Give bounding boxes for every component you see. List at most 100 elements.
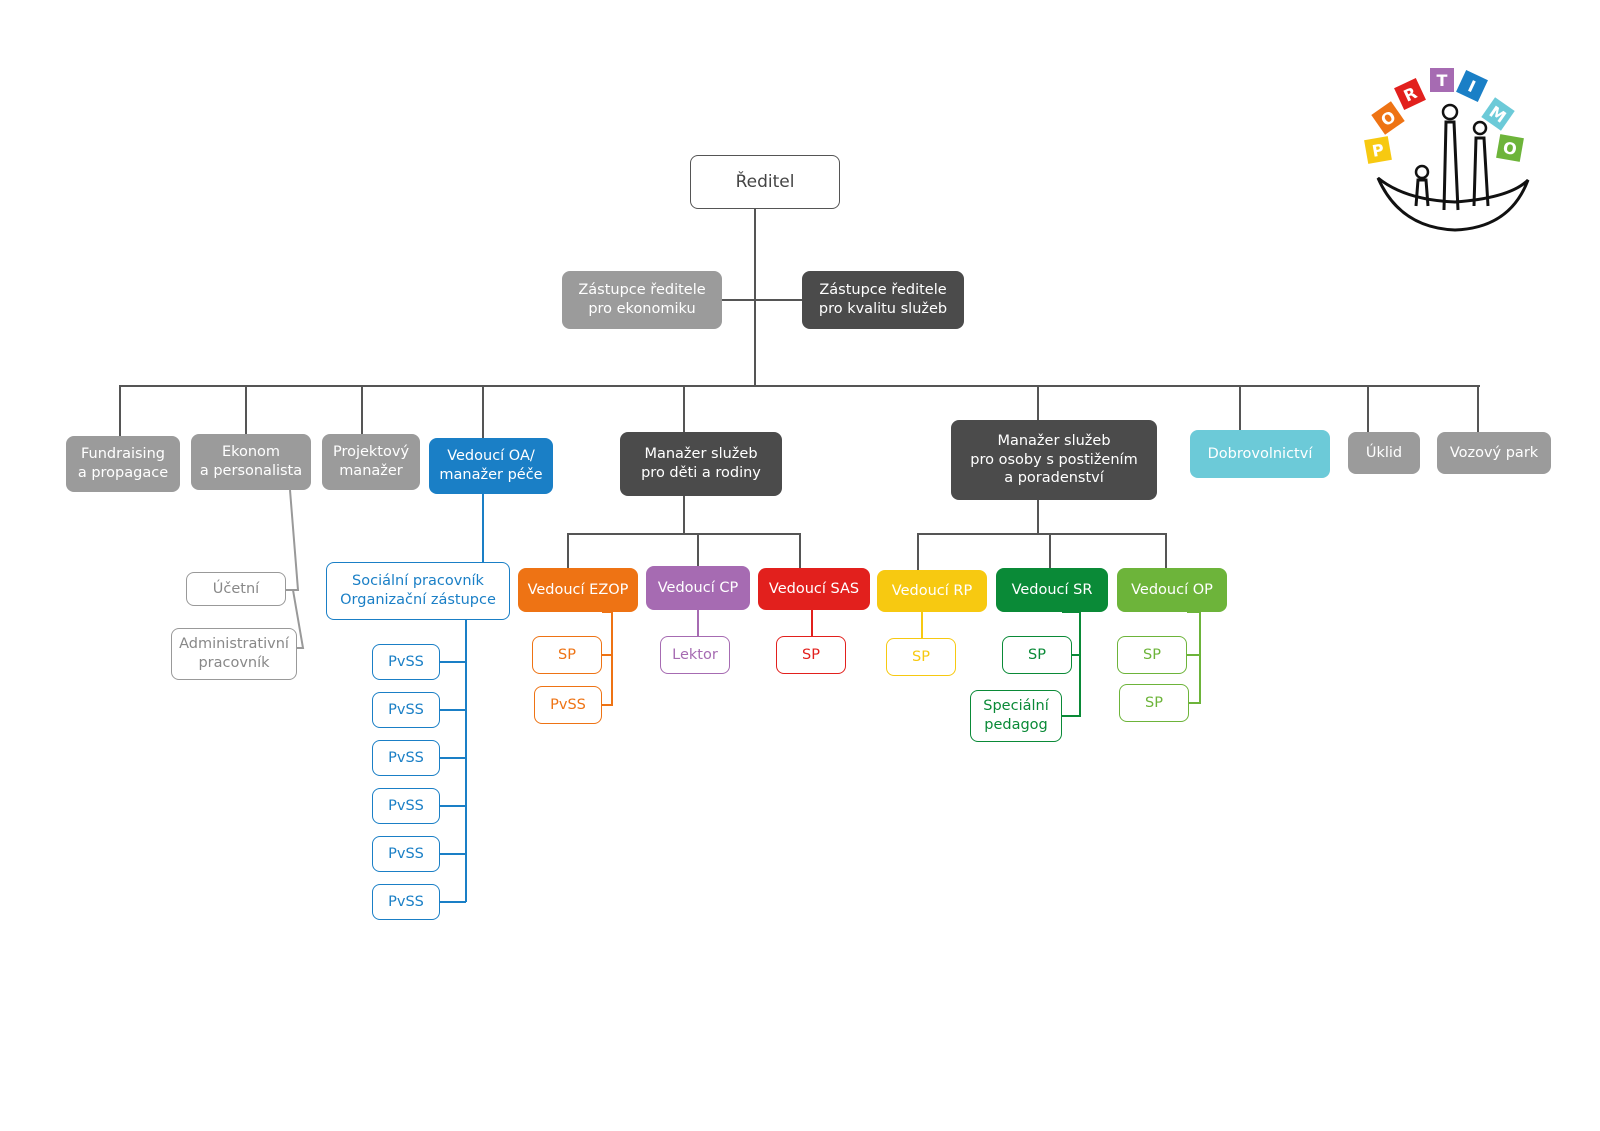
node-director: Ředitel: [690, 155, 840, 209]
logo-letter: O: [1371, 101, 1405, 135]
node-administrativni-pracovnik: Administrativní pracovník: [171, 628, 297, 680]
logo-letter: P: [1364, 136, 1392, 164]
connector-line: [602, 611, 613, 706]
node-label-line: Zástupce ředitele: [578, 282, 706, 299]
node-label-line: pro ekonomiku: [588, 301, 696, 317]
node-pvss-2: PvSS: [372, 692, 440, 728]
node-manazer-osoby: Manažer služeb pro osoby s postižením a po…: [951, 420, 1157, 500]
node-ezop-pvss: PvSS: [534, 686, 602, 724]
node-uklid: Úklid: [1348, 432, 1420, 474]
node-label-line: Úklid: [1365, 444, 1403, 461]
logo-letter: T: [1430, 68, 1454, 92]
svg-text:T: T: [1437, 71, 1448, 90]
node-label-line: pedagog: [984, 717, 1048, 733]
node-label-line: Ředitel: [735, 171, 795, 192]
logo-letter: M: [1481, 97, 1515, 131]
logo-letter: R: [1394, 78, 1426, 110]
connector-line: [286, 489, 300, 591]
node-label-line: manažer: [339, 463, 403, 479]
node-vedouci-op: Vedoucí OP: [1117, 568, 1227, 612]
node-label-line: Speciální: [983, 698, 1049, 715]
node-label-line: Vozový park: [1449, 444, 1539, 461]
node-label-line: a propagace: [77, 465, 169, 481]
node-label-line: Administrativní: [179, 636, 289, 653]
svg-text:O: O: [1502, 138, 1519, 159]
node-label-line: SP: [1145, 694, 1163, 711]
node-label-line: SP: [802, 646, 820, 663]
node-label-line: pracovník: [198, 655, 270, 671]
node-dobrovolnictvi: Dobrovolnictví: [1190, 430, 1330, 478]
node-label-line: Vedoucí CP: [657, 579, 739, 596]
node-label-line: PvSS: [388, 701, 424, 718]
node-label-line: pro děti a rodiny: [641, 465, 761, 481]
node-label-line: SP: [558, 646, 576, 663]
connector-line: [917, 500, 1167, 570]
connector-line: [119, 385, 1480, 398]
node-vozovy-park: Vozový park: [1437, 432, 1551, 474]
node-vedouci-rp: Vedoucí RP: [877, 570, 987, 612]
node-label-line: PvSS: [388, 893, 424, 910]
node-label-line: pro osoby s postižením: [970, 451, 1138, 468]
node-label-line: SP: [912, 648, 930, 665]
node-sr-sp: SP: [1002, 636, 1072, 674]
node-label-line: SP: [1028, 646, 1046, 663]
node-vedouci-sr: Vedoucí SR: [996, 568, 1108, 612]
node-label-line: Vedoucí SAS: [768, 580, 860, 597]
node-deputy-economics: Zástupce ředitele pro ekonomiku: [562, 271, 722, 329]
node-op-sp-2: SP: [1119, 684, 1189, 722]
node-label-line: Sociální pracovník: [352, 573, 484, 590]
node-projektovy-manazer: Projektový manažer: [322, 434, 420, 490]
node-label-line: Účetní: [212, 580, 260, 597]
node-pvss-5: PvSS: [372, 836, 440, 872]
node-label-line: Manažer služeb: [644, 446, 758, 463]
node-vedouci-cp: Vedoucí CP: [646, 566, 750, 610]
svg-text:P: P: [1371, 140, 1386, 161]
node-label-line: a personalista: [199, 463, 303, 479]
connector-line: [292, 589, 305, 649]
node-vedouci-ezop: Vedoucí EZOP: [518, 568, 638, 612]
node-ucetni: Účetní: [186, 572, 286, 606]
node-label-line: a poradenství: [1004, 470, 1104, 487]
node-label-line: Manažer služeb: [997, 432, 1111, 449]
node-label-line: PvSS: [388, 749, 424, 766]
node-label-line: Projektový: [332, 444, 410, 461]
node-label-line: Fundraising: [81, 446, 165, 463]
node-pvss-1: PvSS: [372, 644, 440, 680]
node-label-line: Vedoucí RP: [891, 582, 973, 599]
node-label-line: Lektor: [672, 646, 718, 663]
node-label-line: Dobrovolnictví: [1207, 445, 1313, 462]
connector-line: [567, 496, 801, 568]
node-rp-sp: SP: [886, 638, 956, 676]
node-label-line: Vedoucí OA/: [447, 448, 535, 465]
node-vedouci-oa: Vedoucí OA/manažer péče: [429, 438, 553, 494]
node-pvss-4: PvSS: [372, 788, 440, 824]
node-label-line: PvSS: [550, 696, 586, 713]
node-manazer-deti: Manažer služeb pro děti a rodiny: [620, 432, 782, 496]
node-label-line: Organizační zástupce: [340, 592, 496, 608]
node-vedouci-sas: Vedoucí SAS: [758, 568, 870, 610]
node-ezop-sp: SP: [532, 636, 602, 674]
node-fundraising: Fundraising a propagace: [66, 436, 180, 492]
connector-line: [1187, 611, 1201, 704]
node-label-line: manažer péče: [439, 467, 543, 483]
node-sr-specialni-pedagog: Speciální pedagog: [970, 690, 1062, 742]
node-label-line: PvSS: [388, 653, 424, 670]
node-sas-sp: SP: [776, 636, 846, 674]
logo-letter: I: [1456, 70, 1488, 102]
node-cp-lektor: Lektor: [660, 636, 730, 674]
node-label-line: Ekonom: [221, 444, 281, 461]
node-pvss-3: PvSS: [372, 740, 440, 776]
node-label-line: SP: [1143, 646, 1161, 663]
connector-line: [1062, 611, 1081, 717]
node-op-sp-1: SP: [1117, 636, 1187, 674]
node-label-line: Vedoucí OP: [1131, 581, 1213, 598]
node-label-line: PvSS: [388, 797, 424, 814]
node-label-line: PvSS: [388, 845, 424, 862]
node-ekonom: Ekonom a personalista: [191, 434, 311, 490]
node-label-line: Vedoucí SR: [1011, 581, 1093, 598]
node-pvss-6: PvSS: [372, 884, 440, 920]
